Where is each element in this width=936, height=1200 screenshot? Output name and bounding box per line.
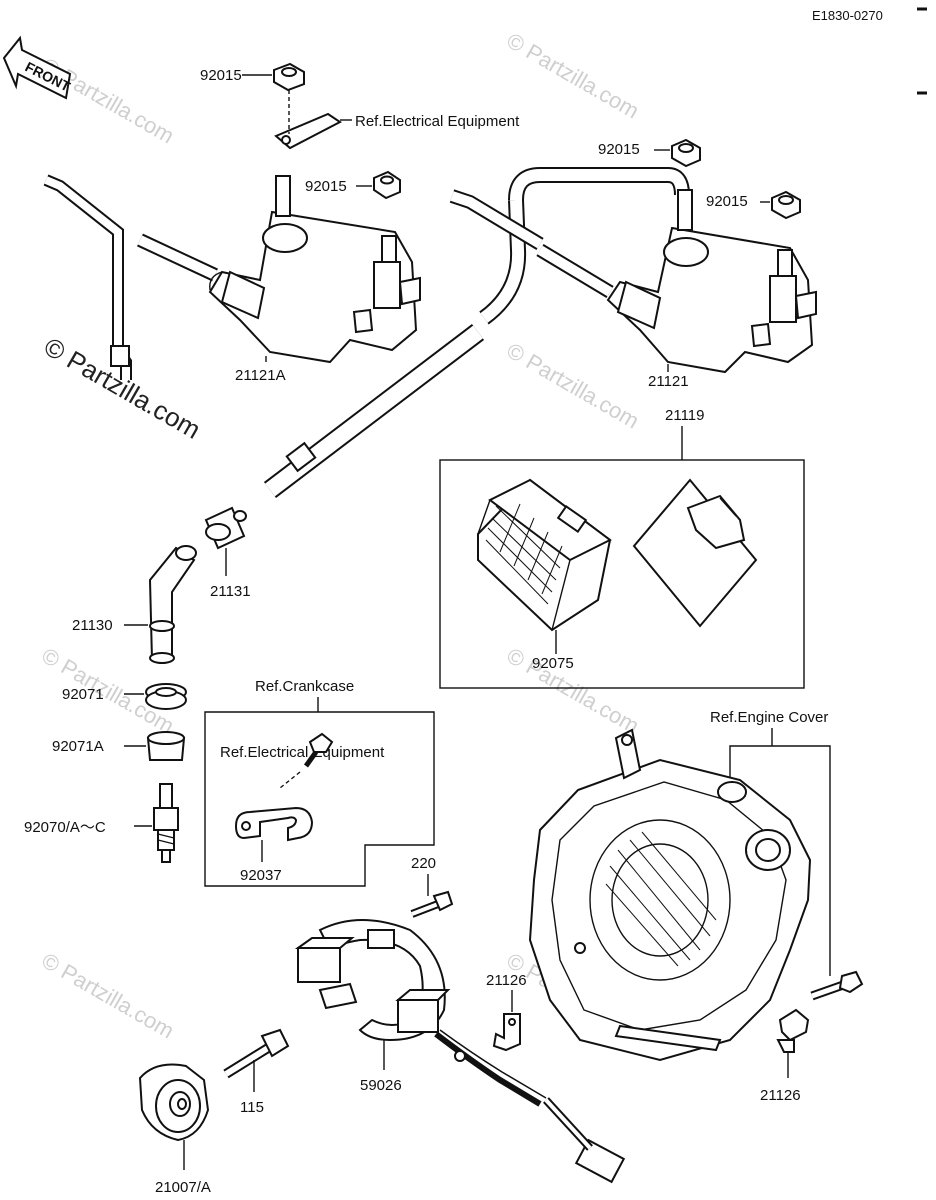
rotor-icon [138, 1063, 210, 1142]
part-number-92071A: 92071A [52, 738, 104, 755]
watermark-text: © Partzilla.com [38, 53, 179, 149]
leader-line [729, 745, 831, 976]
clamp-icon [234, 806, 314, 842]
leader-line [279, 771, 301, 789]
nut-icon [273, 62, 305, 92]
ignition-coil-left [43, 157, 421, 380]
pickup-coil-icon [294, 919, 626, 1184]
part-number-21130: 21130 [72, 617, 113, 634]
part-number-21007A: 21007/A [155, 1179, 211, 1196]
high-tension-lead [263, 199, 527, 498]
bolt-icon [223, 1028, 290, 1079]
part-number-92015: 92015 [598, 141, 640, 158]
part-number-21126: 21126 [760, 1087, 801, 1104]
ref-engine-cover: Ref.Engine Cover [710, 709, 828, 726]
part-number-21121A: 21121A [235, 367, 286, 384]
ignition-coil-right [449, 167, 817, 374]
crankcase-ref-box [204, 711, 435, 887]
clamp-icon [776, 1008, 810, 1053]
igniter-unit-icon [477, 478, 612, 632]
seal-ring-icon [145, 683, 187, 710]
part-number-92037: 92037 [240, 867, 282, 884]
part-number-92075: 92075 [532, 655, 574, 672]
clamp-icon [492, 1013, 521, 1052]
nut-icon [373, 170, 401, 200]
plug-cap-icon [148, 545, 197, 664]
part-number-115: 115 [240, 1099, 264, 1116]
bolt-icon [810, 970, 864, 1001]
watermark-text: © Partzilla.com [503, 338, 644, 434]
part-number-92015: 92015 [200, 67, 242, 84]
part-number-92015: 92015 [305, 178, 347, 195]
bracket-icon [274, 112, 342, 150]
part-number-92071: 92071 [62, 686, 104, 703]
part-number-21131: 21131 [210, 583, 251, 600]
part-number-21121: 21121 [648, 373, 689, 390]
ref-electrical-box: Ref.Electrical Equipment [220, 744, 385, 761]
watermark-text: © Partzilla.com [503, 28, 644, 124]
ref-electrical-top: Ref.Electrical Equipment [355, 113, 520, 130]
nut-icon [671, 138, 701, 168]
spark-plug-icon [153, 783, 179, 863]
part-number-21119: 21119 [665, 407, 705, 424]
engine-cover-icon [528, 728, 812, 1062]
igniter-group-box [439, 459, 805, 689]
control-module-icon [632, 478, 758, 628]
part-number-92070: 92070/A～C [24, 819, 106, 836]
bolt-icon [410, 890, 454, 918]
ref-crankcase: Ref.Crankcase [255, 678, 354, 695]
plug-cap-small-icon [204, 506, 247, 550]
nut-icon [771, 190, 801, 220]
part-number-21126: 21126 [486, 972, 527, 989]
part-number-220: 220 [411, 855, 436, 872]
part-number-92015: 92015 [706, 193, 748, 210]
watermark-text: © Partzilla.com [38, 948, 179, 1044]
part-number-59026: 59026 [360, 1077, 402, 1094]
bolt-icon [303, 732, 334, 768]
diagram-code: E1830-0270 [812, 8, 883, 23]
seal-boot-icon [146, 731, 186, 761]
